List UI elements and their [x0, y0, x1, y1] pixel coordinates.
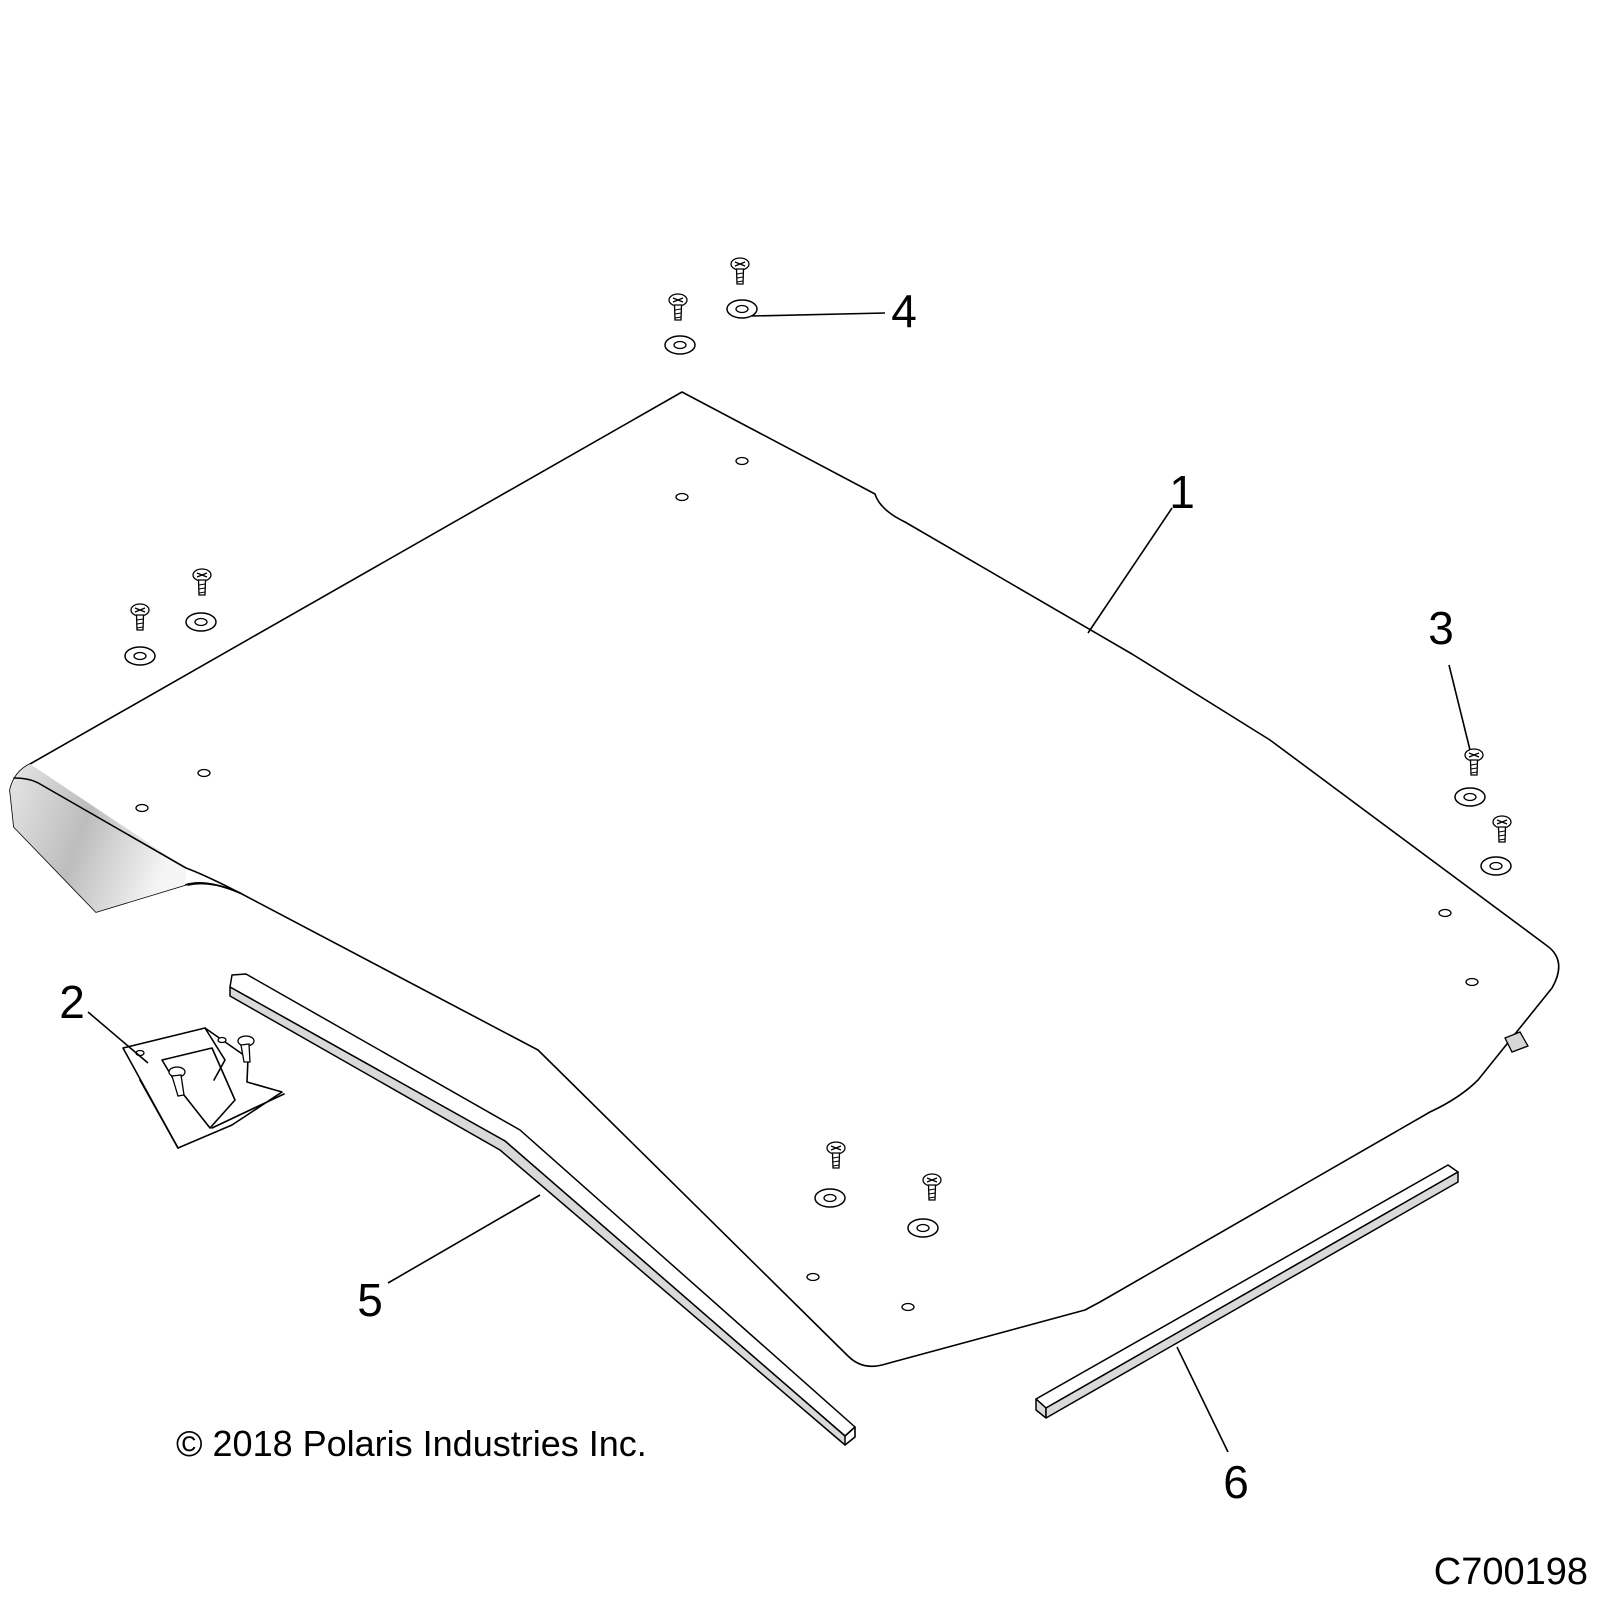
- seal-strip-right: [1035, 1164, 1459, 1419]
- screw: [130, 603, 150, 631]
- mount-hole: [901, 1302, 915, 1312]
- screw: [730, 257, 750, 285]
- callout-1: 1: [1169, 466, 1195, 518]
- seal-strip-left: [229, 973, 856, 1446]
- leader-lines: [87, 312, 1471, 1453]
- washer: [124, 646, 156, 666]
- fastener-group-left: [124, 568, 217, 666]
- washer: [664, 335, 696, 355]
- callout-4: 4: [891, 285, 917, 337]
- mount-hole: [135, 803, 149, 813]
- fastener-group-right: [1454, 748, 1512, 876]
- callout-6: 6: [1223, 1456, 1249, 1508]
- washer: [1480, 856, 1512, 876]
- mount-hole: [675, 492, 689, 502]
- callout-5: 5: [357, 1274, 383, 1326]
- copyright-notice: © 2018 Polaris Industries Inc.: [176, 1423, 647, 1464]
- mount-hole: [1438, 908, 1452, 918]
- washer: [907, 1218, 939, 1238]
- washer: [814, 1188, 846, 1208]
- mount-hole: [1465, 977, 1479, 987]
- mount-hole: [197, 768, 211, 778]
- callout-3: 3: [1428, 602, 1454, 654]
- screw: [668, 293, 688, 321]
- roof-panel: [9, 391, 1560, 1368]
- screw: [1492, 815, 1512, 843]
- figure-id: C700198: [1434, 1551, 1588, 1593]
- mount-hole: [735, 456, 749, 466]
- fastener-group-top: [664, 257, 758, 355]
- screw: [192, 568, 212, 596]
- panel-lip-shading: [10, 764, 186, 912]
- callout-2: 2: [59, 976, 85, 1028]
- washer: [1454, 787, 1486, 807]
- mount-hole: [806, 1272, 820, 1282]
- panel-tab: [1504, 1031, 1529, 1053]
- bracket: [122, 1027, 285, 1149]
- washer: [185, 612, 217, 632]
- screw: [1464, 748, 1484, 776]
